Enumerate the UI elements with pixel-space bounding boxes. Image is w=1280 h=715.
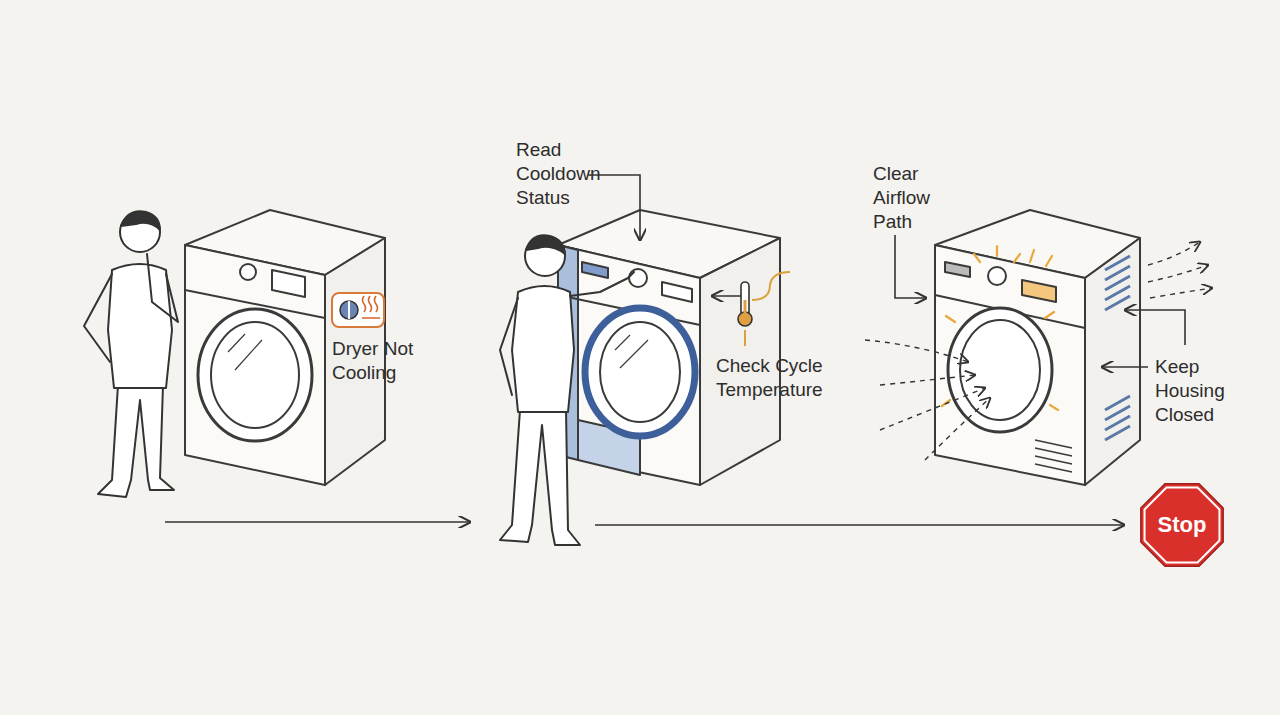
dryer-front (185, 245, 325, 485)
person-arm (147, 254, 178, 322)
person-arm (570, 272, 634, 296)
cool-symbol-line (348, 301, 350, 319)
airflow-line (880, 388, 985, 430)
flow-arrow (165, 521, 470, 523)
person-arm (84, 274, 112, 362)
person-pressing (500, 235, 634, 545)
door-ring (198, 309, 312, 441)
display (272, 270, 305, 297)
callout-label: Check Cycle Temperature (716, 354, 846, 402)
octagon-inner-border (1145, 488, 1220, 563)
leader-line (1125, 310, 1185, 345)
thermometer-level (744, 300, 747, 318)
dryer-two (558, 210, 780, 485)
airflow-line (880, 375, 975, 385)
node-text-holder: Stop (1140, 483, 1224, 567)
vents (1035, 256, 1130, 472)
leader-line (588, 175, 640, 240)
status-icon (332, 293, 384, 327)
door-ring (948, 308, 1052, 432)
callout-label: Clear Airflow Path (873, 162, 953, 233)
node-label: Stop (1158, 512, 1207, 538)
airflow-line (1148, 242, 1200, 265)
airflow-line (1148, 265, 1208, 282)
person-legs (500, 410, 580, 545)
person-torso (108, 264, 172, 388)
display (945, 262, 970, 277)
front-vent (1035, 440, 1072, 472)
burst-lines (974, 246, 1052, 266)
door-glass (960, 320, 1040, 420)
airflow-line (1150, 288, 1212, 298)
display (582, 262, 608, 278)
person-arm (500, 298, 518, 395)
callout-label: Dryer Not Cooling (332, 337, 442, 385)
display (662, 282, 692, 302)
sensor-wire (745, 272, 790, 346)
door-glass (211, 322, 299, 428)
dryer-side (325, 238, 385, 485)
stop-sign: Stop (1140, 483, 1224, 567)
person-head (120, 212, 160, 252)
control-knob (988, 267, 1006, 285)
side-vent (1105, 256, 1130, 310)
airflow (865, 242, 1212, 460)
glass-glare (615, 335, 648, 368)
side-vent (1105, 396, 1130, 440)
person-hair (121, 211, 160, 230)
highlight-burst (942, 246, 1058, 410)
leader-line (895, 235, 926, 298)
dryer-three (935, 210, 1140, 485)
person-thinking (84, 211, 178, 497)
control-knob (629, 269, 647, 287)
person-head (525, 236, 565, 276)
flow-arrow (595, 524, 1124, 526)
person-hair (526, 235, 565, 254)
person-torso (512, 286, 574, 412)
burst-lines (942, 312, 1058, 410)
dryer-front (935, 245, 1085, 485)
door-ring (585, 308, 695, 436)
dryer-side (1085, 238, 1140, 485)
control-knob (240, 264, 256, 280)
cool-symbol (340, 301, 358, 319)
leader-line (1102, 366, 1148, 368)
glass-glare (228, 334, 262, 370)
octagon-outline (1141, 484, 1223, 566)
heat-symbol (362, 296, 380, 318)
airflow-line (925, 398, 990, 460)
display (1022, 280, 1056, 302)
person-legs (98, 385, 174, 497)
callout-label: Read Cooldown Status (516, 138, 611, 209)
airflow-line (865, 340, 968, 362)
thermometer (738, 272, 790, 346)
icon-box (332, 293, 384, 327)
callout-label: Keep Housing Closed (1155, 355, 1235, 426)
dryer-front (558, 245, 700, 485)
door-glass (600, 322, 680, 422)
